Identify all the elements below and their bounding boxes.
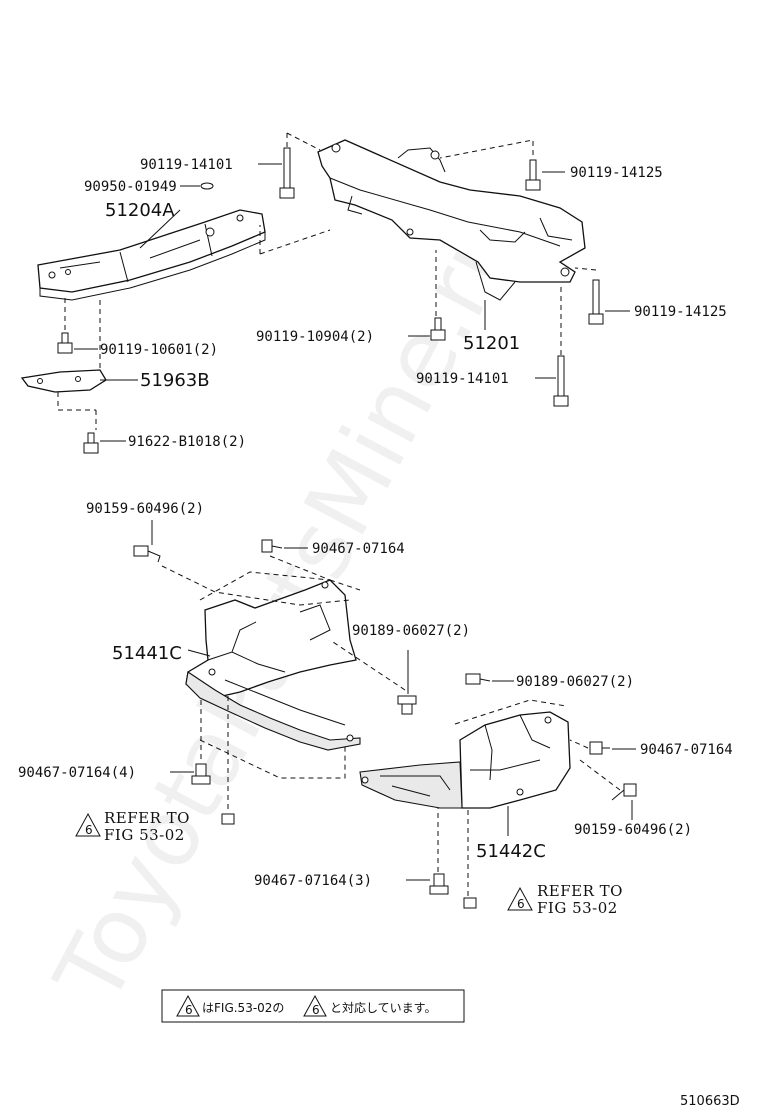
label-91622-b1018: 91622-B1018(2) (128, 434, 246, 450)
svg-text:6: 6 (185, 1003, 193, 1017)
svg-text:FIG 53-02: FIG 53-02 (104, 826, 185, 844)
label-51441c: 51441C (112, 643, 182, 664)
label-90159-60496-b: 90159-60496(2) (574, 822, 692, 838)
clip-90189-06027-b (465, 673, 491, 685)
label-90119-14125-a: 90119-14125 (570, 165, 663, 181)
part-51442c-cover (359, 711, 571, 809)
part-51963b-bracket (20, 369, 107, 393)
label-51963b: 51963B (140, 370, 210, 391)
figure-id: 510663D (680, 1094, 740, 1109)
label-90189-06027-a: 90189-06027(2) (352, 623, 470, 639)
label-90950-01949: 90950-01949 (84, 179, 177, 195)
bolt-90467-07164-d (429, 873, 449, 895)
clip-ref-b (463, 897, 477, 909)
bolt-90119-14125-b (588, 279, 604, 325)
svg-text:REFER TO: REFER TO (537, 882, 623, 900)
plug-90950-01949 (200, 182, 214, 190)
part-51441c-cover (185, 579, 361, 751)
bolt-90467-07164-c (191, 763, 211, 785)
bolt-90119-10601 (57, 332, 73, 354)
label-90467-07164-c: 90467-07164(4) (18, 765, 136, 781)
note-box: 6 はFIG.53-02の 6 と対応しています。 (161, 989, 465, 1023)
bolt-90119-14125-a (525, 159, 541, 191)
clip-90189-06027-a (397, 695, 417, 715)
bolt-90159-60496-a (133, 545, 161, 563)
svg-text:REFER TO: REFER TO (104, 809, 190, 827)
bolt-90119-14101-bot (553, 355, 569, 407)
label-90189-06027-b: 90189-06027(2) (516, 674, 634, 690)
part-51201-crossmember (317, 139, 586, 301)
label-90119-14101-bot: 90119-14101 (416, 371, 509, 387)
bolt-91622-b1018 (83, 432, 99, 454)
part-51204a-brace (37, 209, 266, 301)
clip-ref-a (221, 813, 235, 825)
label-90159-60496-a: 90159-60496(2) (86, 501, 204, 517)
label-90467-07164-b: 90467-07164 (640, 742, 733, 758)
bolt-90467-07164-b (589, 741, 610, 755)
label-51204a: 51204A (105, 200, 175, 221)
bolt-90119-14101-top (279, 147, 295, 199)
label-90467-07164-d: 90467-07164(3) (254, 873, 372, 889)
label-51442c: 51442C (476, 841, 546, 862)
label-90119-10904: 90119-10904(2) (256, 329, 374, 345)
svg-text:6: 6 (312, 1003, 320, 1017)
bolt-90159-60496-b (611, 783, 637, 801)
svg-text:6: 6 (85, 823, 93, 837)
svg-text:はFIG.53-02の: はFIG.53-02の (202, 1001, 284, 1015)
bolt-90119-10904 (430, 317, 446, 341)
label-51201: 51201 (463, 333, 520, 354)
bolt-90467-07164-a (261, 539, 283, 553)
svg-text:6: 6 (517, 897, 525, 911)
label-90119-14125-b: 90119-14125 (634, 304, 727, 320)
refer-to-fig-53-02-b: 6 REFER TO FIG 53-02 (507, 882, 623, 917)
refer-to-fig-53-02-a: 6 REFER TO FIG 53-02 (75, 809, 190, 844)
svg-text:FIG 53-02: FIG 53-02 (537, 899, 618, 917)
label-90119-14101-top: 90119-14101 (140, 157, 233, 173)
label-90119-10601: 90119-10601(2) (100, 342, 218, 358)
label-90467-07164-a: 90467-07164 (312, 541, 405, 557)
svg-text:と対応しています。: と対応しています。 (330, 1001, 436, 1015)
